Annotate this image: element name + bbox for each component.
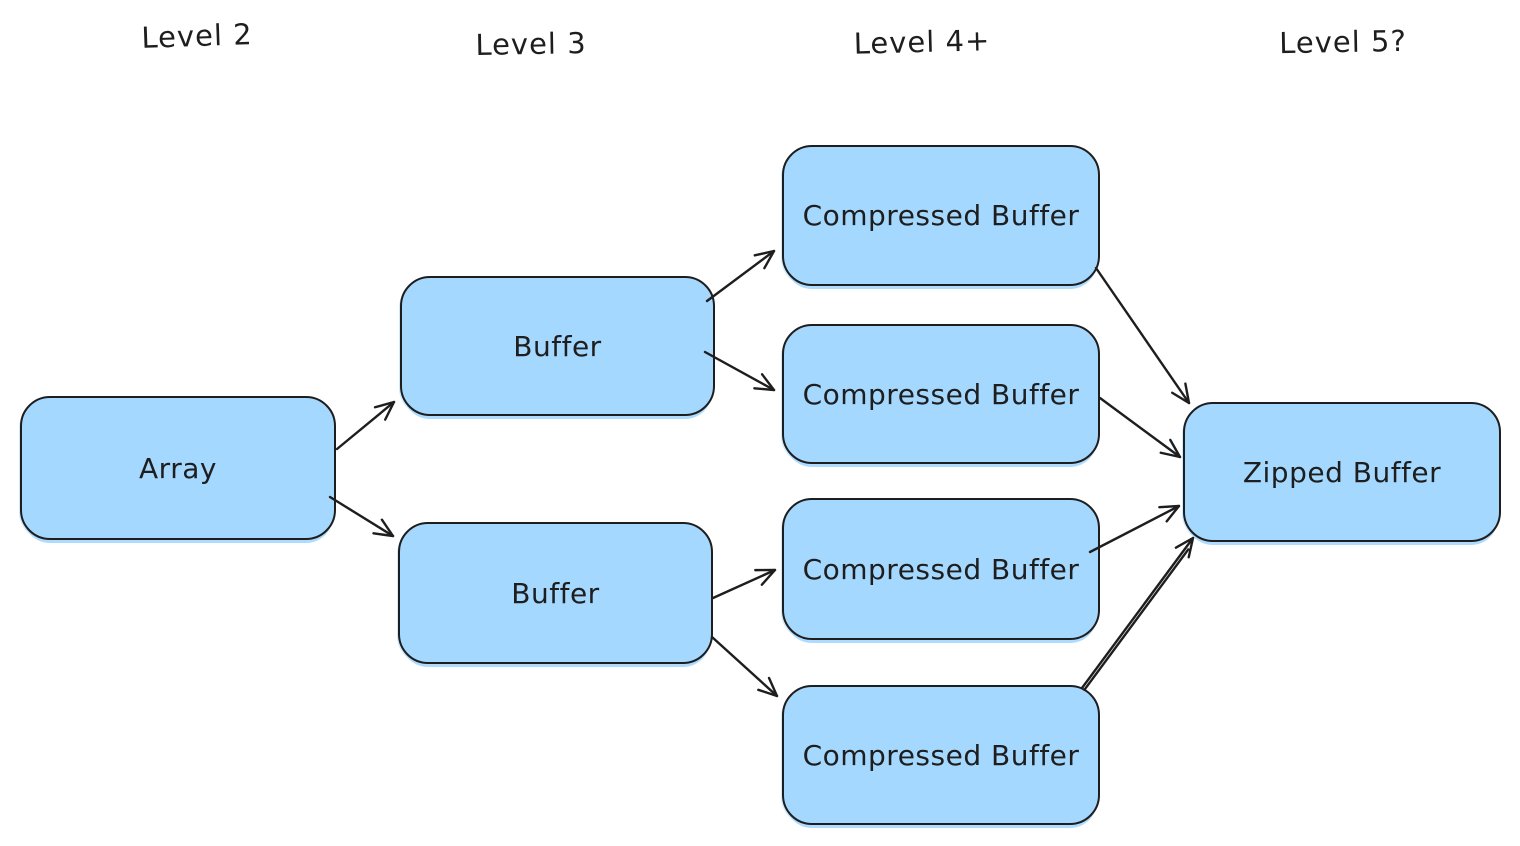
node-compressed-buffer-4-label: Compressed Buffer bbox=[802, 738, 1080, 772]
node-compressed-buffer-2-label: Compressed Buffer bbox=[802, 377, 1080, 411]
node-compressed-buffer-1-label: Compressed Buffer bbox=[802, 199, 1080, 232]
edge-array-to-buffer-bottom[interactable] bbox=[328, 495, 395, 538]
column-header-level-5[interactable]: Level 5? bbox=[1278, 23, 1408, 61]
node-buffer-bottom-label: Buffer bbox=[511, 576, 600, 610]
column-header-level-4[interactable]: Level 4+ bbox=[853, 23, 991, 61]
node-array-label: Array bbox=[139, 451, 217, 485]
node-buffer-top[interactable]: Buffer bbox=[400, 276, 715, 416]
column-header-level-2[interactable]: Level 2 bbox=[140, 17, 254, 55]
edge-buffer-top-to-compressed-buffer-1[interactable] bbox=[705, 249, 776, 303]
node-compressed-buffer-2[interactable]: Compressed Buffer bbox=[782, 324, 1100, 464]
edge-compressed-buffer-1-to-zipped-buffer[interactable] bbox=[1094, 266, 1191, 405]
edge-compressed-buffer-2-to-zipped-buffer[interactable] bbox=[1098, 396, 1182, 459]
edge-buffer-bottom-to-compressed-buffer-3[interactable] bbox=[711, 568, 777, 600]
node-zipped-buffer[interactable]: Zipped Buffer bbox=[1183, 402, 1501, 542]
node-zipped-buffer-label: Zipped Buffer bbox=[1242, 455, 1442, 489]
edge-buffer-bottom-to-compressed-buffer-4[interactable] bbox=[710, 635, 779, 698]
node-compressed-buffer-4[interactable]: Compressed Buffer bbox=[782, 685, 1100, 825]
column-header-level-3[interactable]: Level 3 bbox=[475, 26, 587, 62]
edge-array-to-buffer-top[interactable] bbox=[335, 400, 396, 451]
node-compressed-buffer-1[interactable]: Compressed Buffer bbox=[782, 145, 1100, 286]
node-compressed-buffer-3-label: Compressed Buffer bbox=[802, 552, 1080, 586]
node-buffer-bottom[interactable]: Buffer bbox=[398, 522, 713, 664]
edge-compressed-buffer-3-to-zipped-buffer[interactable] bbox=[1088, 504, 1181, 554]
node-array[interactable]: Array bbox=[20, 396, 336, 540]
node-buffer-top-label: Buffer bbox=[513, 329, 602, 363]
node-compressed-buffer-3[interactable]: Compressed Buffer bbox=[782, 498, 1100, 640]
edge-buffer-top-to-compressed-buffer-2[interactable] bbox=[703, 350, 776, 392]
